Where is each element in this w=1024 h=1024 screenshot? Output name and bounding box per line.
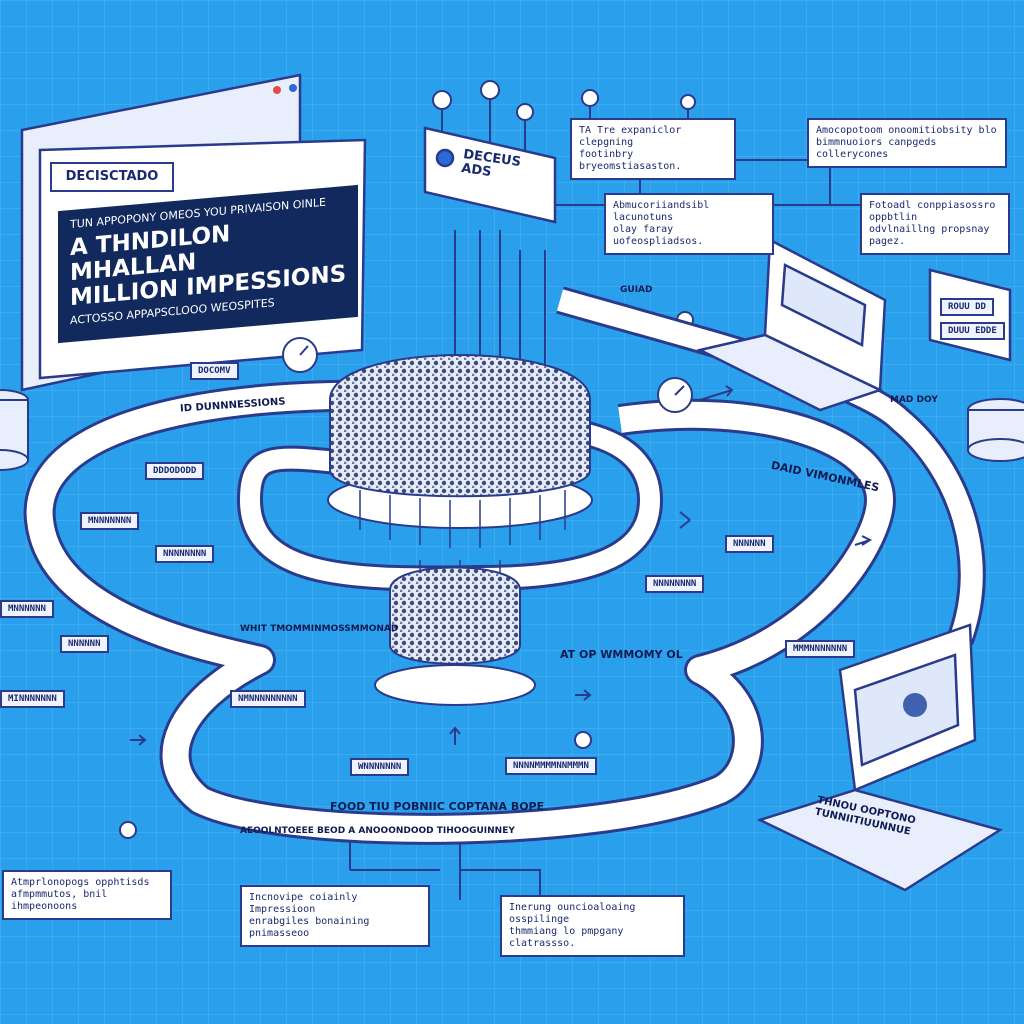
label-bottom-track: FOOD TIU POBNIIC COPTANA BOPE	[330, 800, 545, 813]
billboard-title: DECISCTADO	[50, 162, 174, 192]
label-lower-left-track: WHIT TMOMMINMOSSMMONAD	[240, 624, 399, 634]
note-bottom-left: Atmprlonopogs opphtisds afmpmmutos, bnil…	[2, 870, 172, 920]
sign-5: MINNNNNNN	[0, 690, 65, 708]
sign-7: NNNNMMMMNNMMMN	[505, 757, 597, 775]
note-mid-right: Fotoadl conppiasossro oppbtlin odvlnaill…	[860, 193, 1010, 255]
sign-9: NNNNNN	[60, 635, 109, 653]
note-bottom-center: Incnovipe coiainly Impressioon enrabgile…	[240, 885, 430, 947]
label-road-right: MAD DOY	[890, 395, 938, 405]
logo-sign	[423, 126, 557, 224]
label-lower-right-track: AT OP WMMOMY OL	[560, 648, 683, 661]
laptop-icon	[696, 237, 1012, 892]
sign-12: NNNNNN	[725, 535, 774, 553]
note-top-right: Amocopotoom onoomitiobsity blo bimmnuoio…	[807, 118, 1007, 168]
sign-3: NNNNNNNN	[155, 545, 215, 563]
note-top-center: TA Tre expaniclor clepgning footinbry br…	[570, 118, 736, 180]
sign-8: WNNNNNNN	[350, 758, 410, 776]
crowd-icon	[327, 354, 593, 706]
note-bottom-right: Inerung ouncioaloaing osspilinge thmmian…	[500, 895, 685, 957]
sign-13: ROUU DD	[940, 298, 994, 316]
sign-2: MNNNNNNN	[80, 512, 140, 530]
sign-10: NNNNNNNN	[645, 575, 705, 593]
label-docomv: DOCOMV	[190, 362, 239, 380]
arrow-icon	[130, 385, 873, 746]
sign-11: MMMNNNNNNN	[785, 640, 856, 658]
sign-14: DUUU EDDE	[940, 322, 1005, 340]
note-mid-center: Abmucoriiandsibl lacunotuns olay faray u…	[604, 193, 774, 255]
gauge-icon	[282, 337, 693, 413]
label-guide: GUIAD	[620, 285, 653, 295]
sign-4: MNNNNNN	[0, 600, 54, 618]
label-bottom-track-2: AEOOLNTOEEE BEOD A ANOOONDOOD TIHOOGUINN…	[240, 826, 515, 836]
server-stack-icon	[0, 389, 1024, 471]
sign-1: DDDODODD	[145, 462, 205, 480]
sign-6: NMNNNNNNNNN	[230, 690, 306, 708]
billboard-screen: TUN APPOPONY OMEOS YOU PRIVAISON OINLE A…	[58, 184, 358, 344]
